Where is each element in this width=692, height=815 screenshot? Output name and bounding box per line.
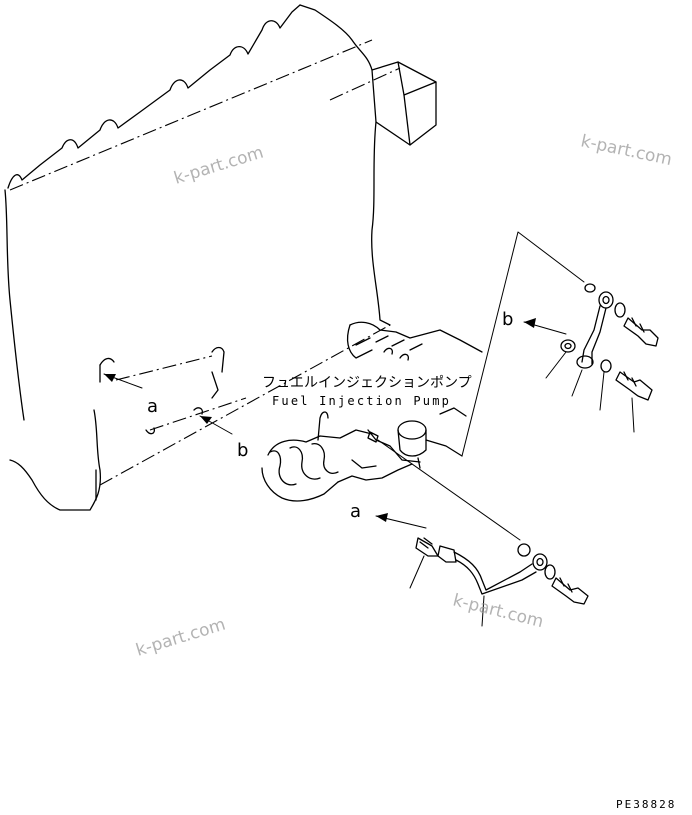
- watermark-2: k-part.com: [579, 131, 674, 170]
- watermark-3: k-part.com: [134, 615, 228, 661]
- watermark-4: k-part.com: [451, 590, 546, 632]
- engine-block: [4, 4, 437, 511]
- watermark-1: k-part.com: [172, 143, 266, 189]
- callout-a-right: a: [350, 501, 361, 522]
- figure-code: PE38828: [616, 798, 676, 811]
- part-label-jp: フュエルインジェクションポンプ: [262, 375, 472, 391]
- callout-b-right: b: [502, 309, 513, 330]
- feed-tube-assembly: [377, 439, 589, 627]
- part-label-en: Fuel Injection Pump: [272, 394, 451, 408]
- callout-arrows: [103, 318, 567, 529]
- return-tube-assembly: [461, 231, 659, 457]
- callout-b-left: b: [237, 440, 248, 461]
- callout-a-left: a: [147, 396, 158, 417]
- fuel-injection-pump: [261, 321, 483, 502]
